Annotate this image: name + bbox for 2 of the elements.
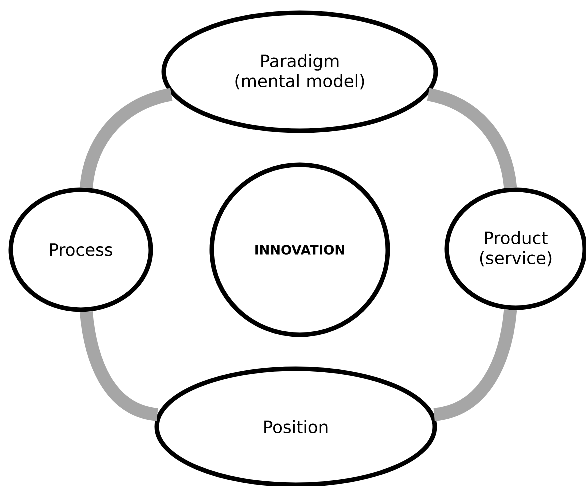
ring-arc [80,88,173,189]
ring-arc [427,88,518,189]
